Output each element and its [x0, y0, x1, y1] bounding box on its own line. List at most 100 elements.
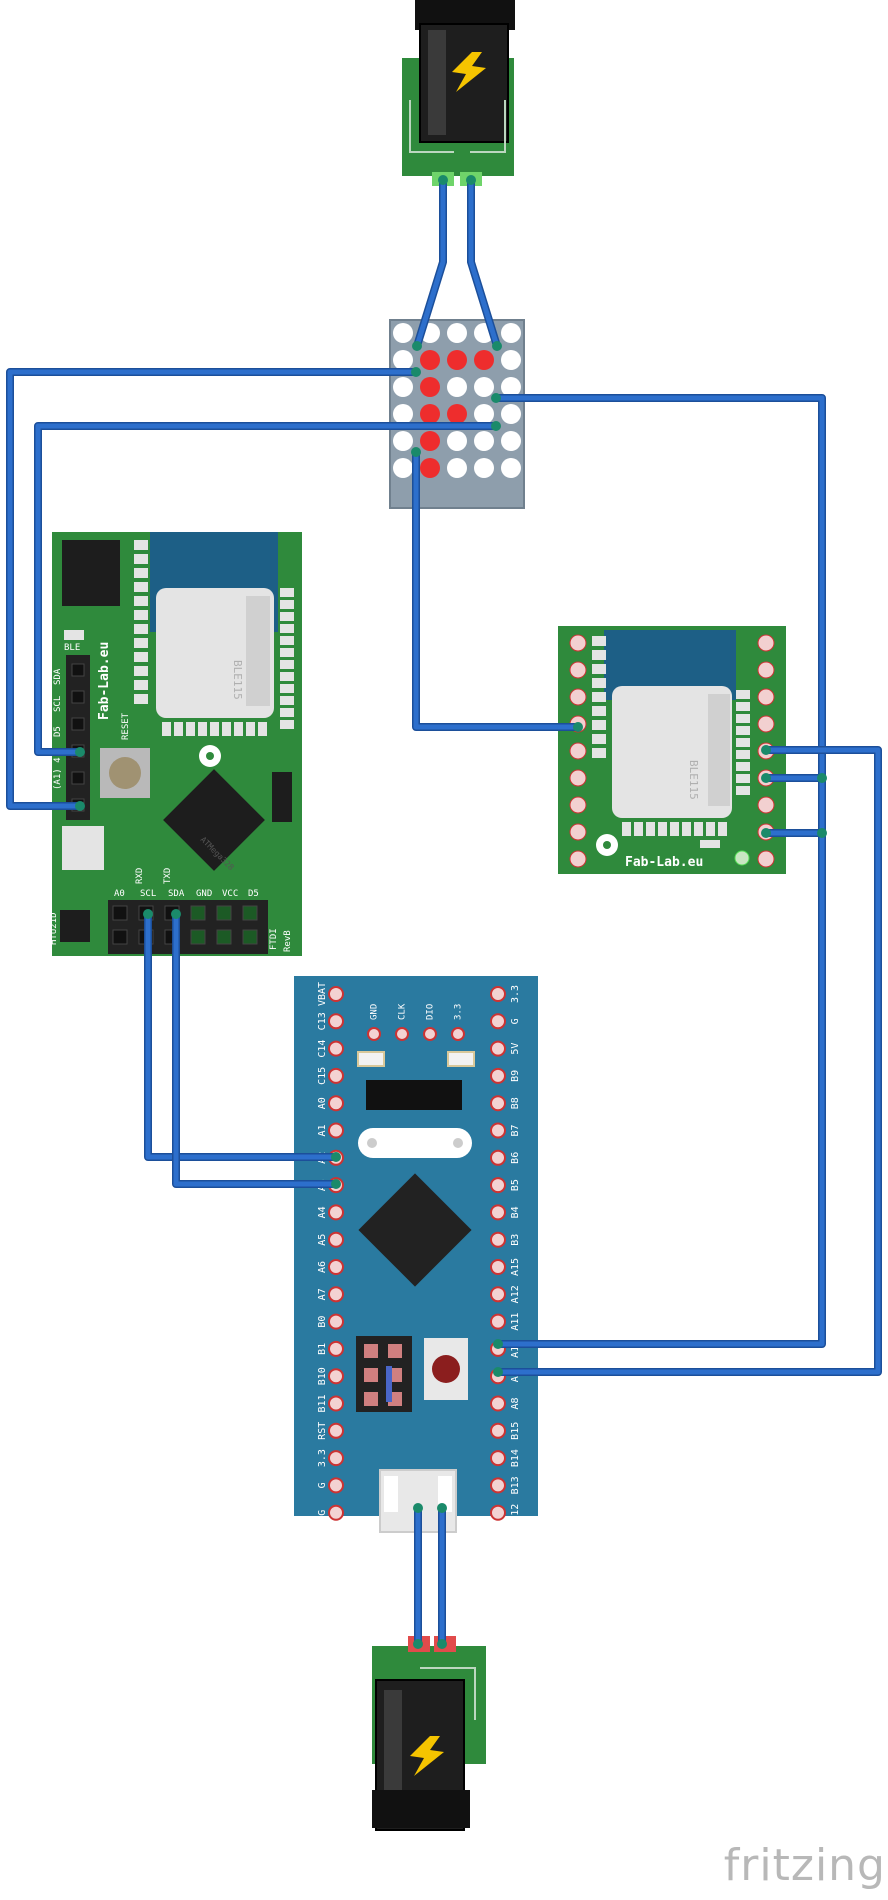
stm32-top-label-1: CLK	[398, 1003, 408, 1020]
wire-9-end-1	[331, 1152, 341, 1162]
stm32-left-pin-12	[328, 1313, 344, 1330]
stm32-crystal-pad-2	[453, 1138, 463, 1148]
ble-b-pad-bottom-8	[718, 822, 727, 836]
ble-b-pad-right-7	[736, 774, 750, 783]
stm32-led-1	[357, 1051, 385, 1067]
rev-label: RevB	[283, 930, 293, 952]
stm32-right-pin-4	[490, 1095, 506, 1112]
ble-board-a-label-d5-b: D5	[248, 889, 259, 899]
wire-endpoints	[75, 175, 827, 1649]
ble-a-pad-right-4	[280, 636, 294, 645]
ble-b-pad-right-2	[736, 714, 750, 723]
stm32-right-label-6: B6	[510, 1152, 521, 1164]
stm32-right-label-0: 3.3	[510, 985, 521, 1003]
wire-1-end-1	[492, 341, 502, 351]
led-4-1	[420, 431, 440, 451]
ble-b-pad-left-3	[592, 678, 606, 688]
stm32-left-label-12: B0	[317, 1316, 328, 1328]
stm32-right-pin-1	[490, 1013, 506, 1030]
led-1-3	[474, 350, 494, 370]
stm32-right-pin-2	[490, 1040, 506, 1057]
ble-board-a-led	[64, 630, 84, 640]
ble-b-pad-bottom-2	[646, 822, 655, 836]
ble-board-a-label-vcc: VCC	[222, 889, 238, 899]
stm32-left-pin-19	[328, 1504, 344, 1521]
led-5-4	[501, 458, 521, 478]
stm32-jumper-1-0	[364, 1368, 378, 1382]
stm32-left-label-11: A7	[317, 1288, 328, 1300]
ble-a-pad-left-2	[134, 568, 148, 578]
wire-0-end-0	[438, 175, 448, 185]
ble-a-pad-left-4	[134, 596, 148, 606]
ble-board-a-module-label: BLE115	[231, 660, 244, 700]
ble-b-pad-bottom-5	[682, 822, 691, 836]
ble-a-pad-left-11	[134, 694, 148, 704]
wire-10	[173, 911, 339, 1187]
stm32-right-label-17: B14	[510, 1449, 521, 1467]
stm32-left-pin-11	[328, 1286, 344, 1303]
ble-a-pad-bottom-3	[198, 722, 207, 736]
stm32-left-pin-4	[328, 1095, 344, 1112]
stm32-left-pin-16	[328, 1422, 344, 1439]
ble-board-a-module-strip	[246, 596, 270, 706]
led-0-4	[501, 323, 521, 343]
ble-a-pad-right-5	[280, 648, 294, 657]
wire-12-end-0	[437, 1503, 447, 1513]
ble-a-pad-left-9	[134, 666, 148, 676]
stm32-top-pin-3	[451, 1027, 465, 1041]
power-jack-bottom-trace	[420, 1667, 476, 1720]
stm32-crystal	[358, 1128, 472, 1158]
wire-6	[495, 747, 881, 1375]
wire-7-end-0	[761, 773, 771, 783]
ble-a-left-pin-2	[71, 717, 85, 731]
ble-b-pad-right-3	[736, 726, 750, 735]
stm32-left-label-3: C15	[317, 1067, 328, 1085]
rxd-label: RXD	[135, 868, 145, 884]
ble-b-pad-bottom-6	[694, 822, 703, 836]
ble-a-pad-left-0	[134, 540, 148, 550]
stm32-right-pin-9	[490, 1231, 506, 1248]
led-1-4	[501, 350, 521, 370]
wire-5-end-1	[573, 722, 583, 732]
stm32-right-pin-16	[490, 1422, 506, 1439]
led-1-2	[447, 350, 467, 370]
stm32-right-label-5: B7	[510, 1124, 521, 1136]
ble-b-pad-left-2	[592, 664, 606, 674]
stm32-right-label-19: B12	[510, 1504, 521, 1522]
ble-board-b: BLE115 Fab-Lab.eu	[558, 626, 786, 874]
ble-a-pad-right-8	[280, 684, 294, 693]
stm32-top-label-3: 3.3	[454, 1004, 464, 1020]
ble-a-bottom-pin-0-0	[112, 905, 128, 921]
stm32-right-label-8: B4	[510, 1206, 521, 1218]
usb-port-tab-1	[384, 1476, 398, 1512]
stm32-right-pin-15	[490, 1395, 506, 1412]
wire-3-end-0	[491, 421, 501, 431]
ble-a-pad-right-7	[280, 672, 294, 681]
ble-a-pad-left-1	[134, 554, 148, 564]
ble-a-pad-bottom-4	[210, 722, 219, 736]
wire-9-end-0	[143, 909, 153, 919]
fritzing-watermark: fritzing	[708, 1836, 888, 1896]
ble-b-pin-left-7	[569, 823, 587, 841]
stm32-right-label-11: A12	[510, 1285, 521, 1303]
led-5-1	[420, 458, 440, 478]
stm32-left-pin-17	[328, 1450, 344, 1467]
led-4-4	[501, 431, 521, 451]
stm32-left-pin-15	[328, 1395, 344, 1412]
wire-4-end-1	[493, 1339, 503, 1349]
stm32-left-label-8: A4	[317, 1206, 328, 1218]
stm32-right-label-7: B5	[510, 1179, 521, 1191]
led-3-0	[393, 404, 413, 424]
stm32-jumper-2-0	[364, 1392, 378, 1406]
led-matrix	[389, 319, 525, 509]
ble-board-a-regulator	[272, 772, 292, 822]
wire-10-end-1	[331, 1179, 341, 1189]
led-2-4	[501, 377, 521, 397]
ble-board-a-chip-top	[62, 540, 120, 606]
stm32-right-label-4: B8	[510, 1097, 521, 1109]
stm32-right-label-9: B3	[510, 1234, 521, 1246]
stm32-left-label-1: C13	[317, 1012, 328, 1030]
ble-board-b-brand: Fab-Lab.eu	[625, 855, 703, 870]
